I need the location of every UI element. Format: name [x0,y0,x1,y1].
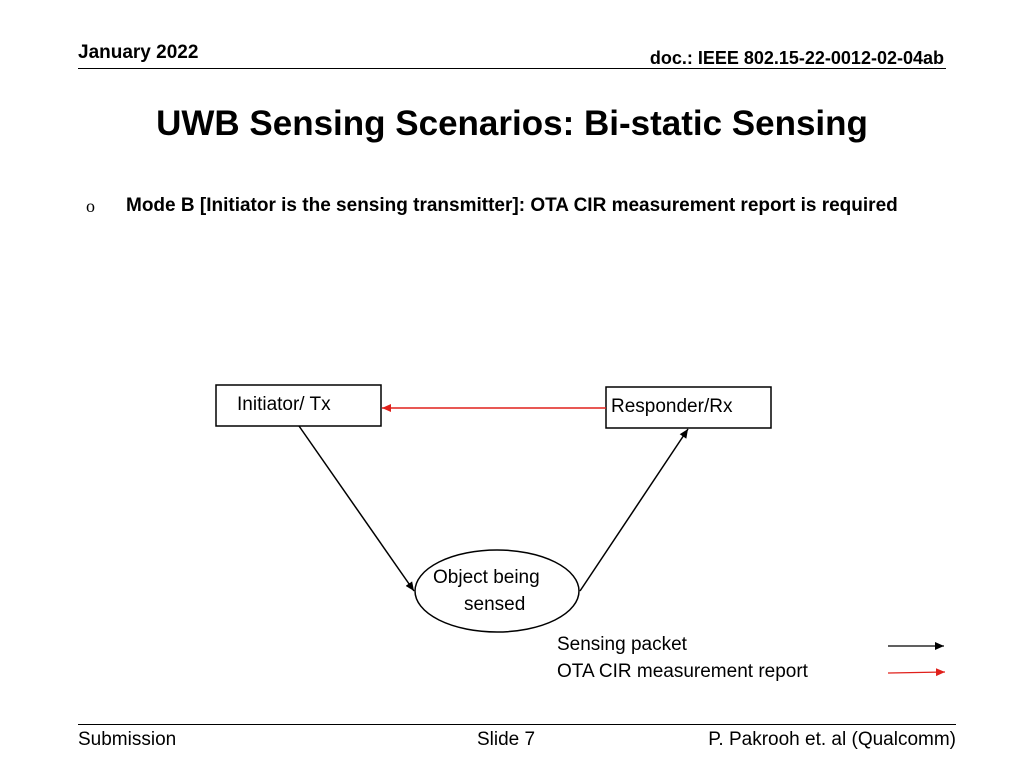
legend-report-arrow [887,668,946,677]
footer-authors: P. Pakrooh et. al (Qualcomm) [708,729,956,750]
header-doc-id: doc.: IEEE 802.15-22-0012-02-04ab [649,48,944,68]
initiator-label: Initiator/ Tx [237,394,331,415]
object-label-line1: Object being [433,567,540,588]
header-divider [78,68,946,69]
object-label-line2: sensed [464,594,526,615]
legend-report-label: OTA CIR measurement report [557,661,808,682]
responder-label: Responder/Rx [611,396,733,417]
footer-divider [78,724,956,725]
object-ellipse [414,549,580,633]
footer-slide-number: Slide 7 [477,729,536,750]
object-to-rx-arrow [579,428,689,592]
legend-sensing-packet-label: Sensing packet [557,634,687,655]
bullet-text: Mode B [Initiator is the sensing transmi… [126,195,898,216]
footer-submission: Submission [78,729,177,750]
slide-title: UWB Sensing Scenarios: Bi-static Sensing [156,104,868,143]
responder-box [605,386,772,429]
header-date: January 2022 [78,42,199,63]
initiator-box [215,384,382,427]
bullet-marker: o [86,196,95,216]
tx-to-object-arrow [298,425,415,592]
